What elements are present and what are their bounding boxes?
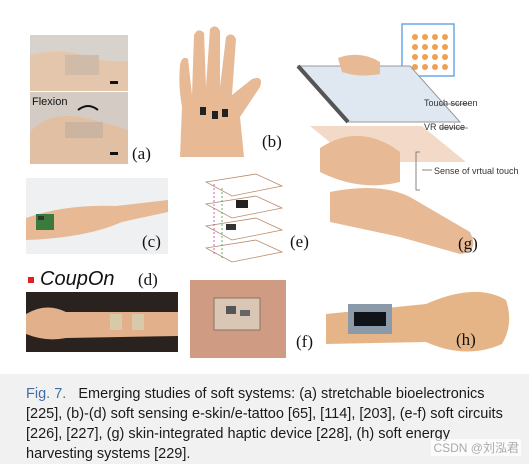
panel-b-hand-image — [160, 25, 288, 157]
caption-body: Emerging studies of soft systems: (a) st… — [26, 386, 503, 462]
panel-b-label: (b) — [262, 132, 282, 151]
panel-d-photo — [26, 292, 178, 352]
brand-marker-icon — [28, 276, 34, 283]
panel-d-brand: CoupOn — [28, 268, 115, 291]
panel-g-callout-touch-screen: Touch screen — [424, 98, 478, 108]
panel-d-label: (d) — [138, 270, 158, 289]
panel-h-photo — [326, 264, 512, 364]
panel-e-image — [196, 164, 290, 270]
panel-a-top-image — [30, 35, 128, 91]
panel-a-bottom-image — [30, 92, 128, 164]
panel-f-photo — [190, 280, 286, 358]
panel-d-brand-text: CoupOn — [40, 268, 115, 290]
panel-b-photo — [160, 25, 288, 157]
panel-c-label: (c) — [142, 232, 161, 251]
panel-a-photo-top — [30, 35, 128, 91]
panel-a-flexion-annotation: Flexion — [32, 96, 68, 108]
caption-figure-number: Fig. 7. — [26, 386, 67, 402]
panel-e-diagram — [196, 164, 290, 270]
panel-g-image — [290, 22, 522, 262]
panel-a-photo-bottom — [30, 92, 128, 164]
panel-f-image — [190, 280, 286, 358]
panel-h-label: (h) — [456, 330, 476, 349]
panel-d-image — [26, 292, 178, 352]
panel-g-photo — [290, 22, 522, 262]
panel-g-label: (g) — [458, 234, 478, 253]
figure-caption: Fig. 7. Emerging studies of soft systems… — [0, 374, 529, 464]
panel-c-image — [26, 178, 168, 254]
panel-g-callout-virtual-touch: Sense of vrtual touch — [434, 166, 519, 176]
caption-text: Fig. 7. Emerging studies of soft systems… — [26, 384, 516, 464]
watermark: CSDN @刘泓君 — [431, 439, 521, 456]
panel-g-callout-vr-device: VR device — [424, 122, 466, 132]
panel-a-label: (a) — [132, 144, 151, 163]
panel-c-photo — [26, 178, 168, 254]
panel-f-label: (f) — [296, 332, 313, 351]
panel-h-image — [326, 264, 512, 364]
panel-e-label: (e) — [290, 232, 309, 251]
